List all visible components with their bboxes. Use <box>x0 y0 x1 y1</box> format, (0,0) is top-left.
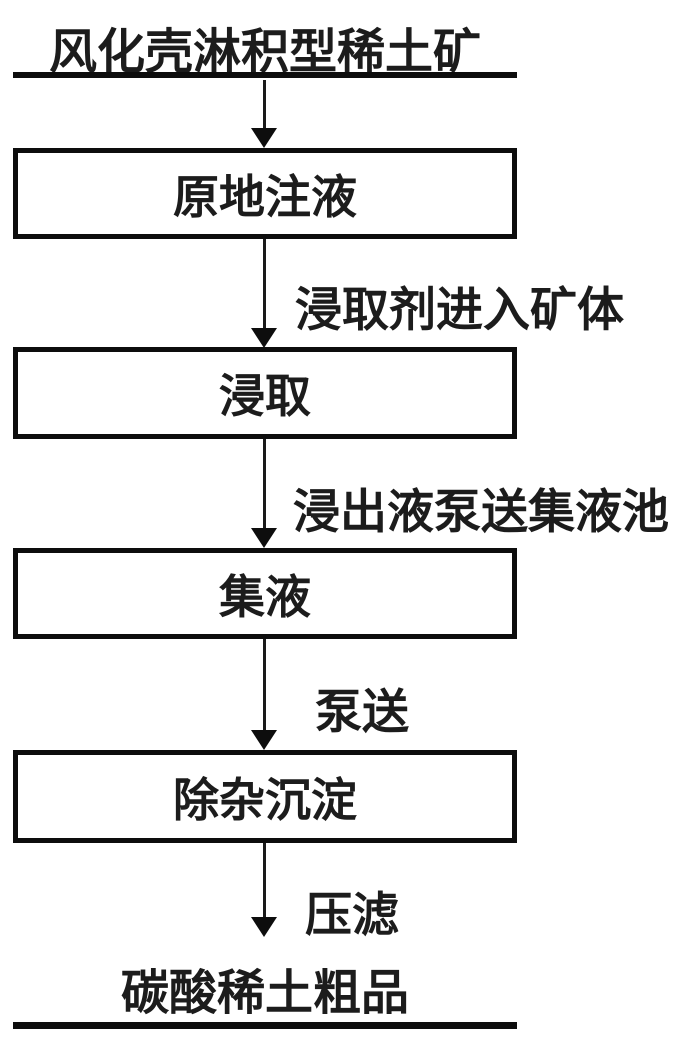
arrow-2-label: 浸取剂进入矿体 <box>295 283 624 336</box>
process-box-label: 原地注液 <box>173 170 357 223</box>
arrow-5-label: 压滤 <box>305 888 399 941</box>
arrow-3-head-icon <box>251 528 277 548</box>
process-box-injection: 原地注液 <box>13 148 517 239</box>
arrow-2-stem <box>263 239 266 330</box>
process-box-label: 浸取 <box>219 370 311 422</box>
source-label: 风化壳淋积型稀土矿 <box>48 26 481 79</box>
arrow-3-label: 浸出液泵送集液池 <box>293 485 669 538</box>
source-underline <box>13 72 517 78</box>
arrow-1-head-icon <box>251 128 277 148</box>
process-box-label: 集液 <box>219 570 311 623</box>
arrow-1-stem <box>263 80 266 130</box>
arrow-4-stem <box>263 639 266 732</box>
process-box-leaching: 浸取 <box>13 347 517 439</box>
arrow-5-stem <box>263 843 266 919</box>
arrow-5-head-icon <box>251 917 277 937</box>
process-box-purification: 除杂沉淀 <box>13 750 517 843</box>
result-underline <box>13 1022 517 1029</box>
process-box-label: 除杂沉淀 <box>173 773 357 826</box>
arrow-3-stem <box>263 439 266 530</box>
process-box-collection: 集液 <box>13 548 517 639</box>
arrow-2-head-icon <box>251 328 277 348</box>
arrow-4-label: 泵送 <box>315 685 409 738</box>
arrow-4-head-icon <box>251 730 277 750</box>
result-label: 碳酸稀土粗品 <box>120 967 409 1020</box>
